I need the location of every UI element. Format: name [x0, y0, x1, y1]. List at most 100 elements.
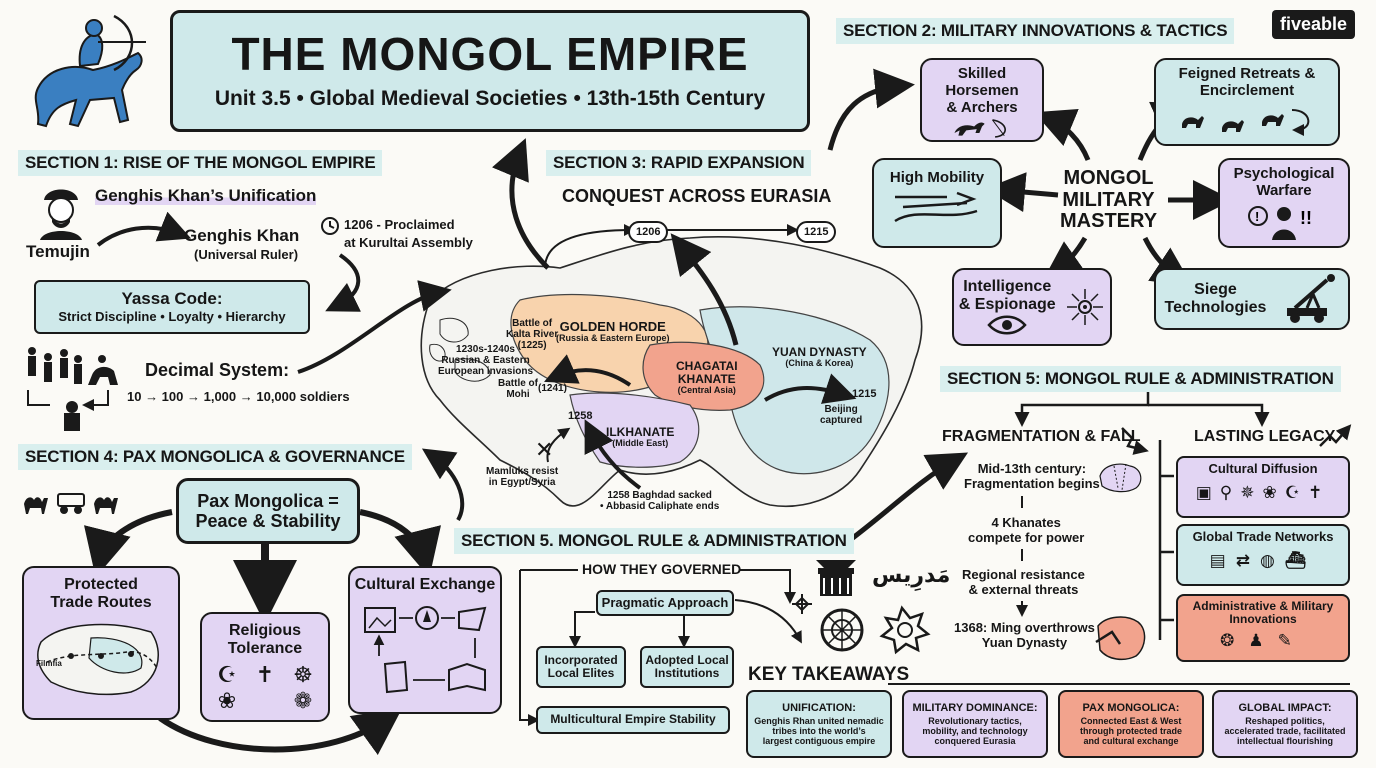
siege-line-1: Siege: [1194, 281, 1237, 299]
proclaimed-label-1: 1206 - Proclaimed: [344, 217, 455, 232]
mobility-label: High Mobility: [889, 169, 985, 186]
beijing-line-1: Beijing: [824, 404, 858, 415]
takeaway-title: PAX MONGOLICA:: [1082, 701, 1180, 714]
mamluks-line-2: in Egypt/Syria: [488, 477, 556, 488]
mohi-label: Battle of Mohi: [498, 378, 538, 400]
takeaway-card-unification: UNIFICATION: Genghis Rhan united nemadic…: [746, 690, 892, 758]
network-eye-icon: [1067, 289, 1104, 325]
globe-icon: ◍: [1259, 550, 1285, 570]
trade-line-1: Protected: [64, 576, 138, 593]
intelligence-box: Intelligence & Espionage: [952, 268, 1112, 346]
crescent-star-icon: ☪: [217, 661, 237, 687]
arabic-script-label: مَدرِيس: [872, 563, 951, 588]
mohi-line-2: Mohi: [506, 389, 530, 400]
cultural-exchange-box: Cultural Exchange: [348, 566, 502, 714]
document-icon: ✎: [1277, 630, 1306, 650]
yuan-sub: (China & Korea): [785, 358, 854, 369]
architecture-patterns-icon: [792, 560, 931, 655]
mastery-line-2: MILITARY: [1062, 188, 1155, 211]
baghdad-label: 1258 Baghdad sacked • Abbasid Caliphate …: [600, 490, 719, 512]
takeaway-title: UNIFICATION:: [782, 701, 856, 714]
baghdad-line-2: • Abbasid Caliphate ends: [600, 501, 720, 512]
religious-line-1: Religious: [228, 622, 301, 639]
decimal-sub: 10 → 100 → 1,000 → 10,000 soldiers: [127, 389, 350, 404]
takeaway-line-3: conquered Eurasia: [934, 736, 1016, 747]
takeaway-title: GLOBAL IMPACT:: [1238, 701, 1332, 714]
horse-bow-icon: [954, 119, 1006, 139]
decimal-title: Decimal System:: [145, 360, 290, 380]
mohi-year: (1241): [538, 383, 567, 394]
global-trade-networks-box: Global Trade Networks ▤⇄◍⛴: [1176, 524, 1350, 586]
conquest-label: CONQUEST ACROSS EURASIA: [562, 186, 832, 206]
regional-line-2: & external threats: [968, 581, 1079, 597]
multicultural-stability-box: Multicultural Empire Stability: [536, 706, 730, 734]
how-governed-label: HOW THEY GOVERNED: [582, 561, 742, 577]
yassa-title: Yassa Code:: [121, 289, 223, 309]
siege-line-2: Technologies: [1164, 299, 1267, 316]
pax-mongolica-box: Pax Mongolica = Peace & Stability: [176, 478, 360, 544]
takeaway-line-1: Revolutionary tactics,: [928, 716, 1022, 727]
elites-line-2: Local Elites: [547, 666, 615, 680]
horsemen-line-2: & Archers: [946, 98, 1018, 116]
psych-line-1: Psychological: [1233, 165, 1335, 182]
page-subtitle: Unit 3.5 • Global Medieval Societies • 1…: [214, 87, 766, 111]
frag-line-1: Mid-13th century:: [977, 461, 1087, 476]
lamp-icon: ✵: [1240, 482, 1263, 502]
pax-line-1: Pax Mongolica =: [197, 490, 339, 511]
takeaway-line-2: through protected trade: [1079, 726, 1182, 737]
takeaway-card-global: GLOBAL IMPACT: Reshaped politics, accele…: [1212, 690, 1358, 758]
svg-text:!: !: [1255, 209, 1259, 224]
institutions-line-1: Adopted Local: [645, 652, 729, 667]
takeaway-line-3: and cultural exchange: [1083, 736, 1179, 747]
camel-caravan-icon: [24, 493, 118, 514]
networks-icons: ▤⇄◍⛴: [1210, 551, 1317, 570]
horsemen-line-1: Skilled Horsemen: [945, 65, 1019, 99]
year-1206-pill: 1206: [628, 221, 669, 243]
ilkhanate-sub: (Middle East): [612, 438, 669, 449]
kalka-line-1: Battle of: [512, 318, 553, 329]
siege-technologies-box: Siege Technologies: [1154, 268, 1350, 330]
exchange-cycle-icon: [364, 605, 487, 694]
diffusion-icons: ▣⚲✵❀☪✝: [1196, 483, 1331, 502]
clock-icon: [321, 217, 339, 235]
encirclement-riders-icon: [1182, 108, 1310, 136]
mamluk-cross-icon: ✕: [535, 437, 554, 462]
catapult-icon: [1287, 274, 1336, 323]
takeaway-line-3: intellectual flourishing: [1236, 736, 1333, 747]
yassa-sub: Strict Discipline • Loyalty • Hierarchy: [58, 309, 286, 325]
khanates-line-2: compete for power: [968, 529, 1085, 545]
soldiers-icon: ♟: [1248, 630, 1278, 650]
religious-line-2: Tolerance: [227, 639, 303, 657]
khanates-line-1: 4 Khanates: [991, 515, 1061, 530]
fear-person-icon: ! !!: [1248, 205, 1312, 240]
yuan-name: YUAN DYNASTY: [772, 345, 867, 359]
ship-icon: ⛴: [1284, 550, 1317, 570]
blank-icon: [249, 690, 281, 712]
takeaway-card-pax: PAX MONGOLICA: Connected East & West thr…: [1058, 690, 1204, 758]
trade-line-2: Trade Routes: [50, 593, 152, 611]
genghis-sub-label: (Universal Ruler): [194, 247, 299, 262]
chagatai-sub: (Central Asia): [677, 385, 736, 396]
crescent-icon: ☪: [1284, 482, 1308, 502]
takeaway-line-2: mobility, and technology: [922, 726, 1028, 737]
pax-line-2: Peace & Stability: [195, 511, 341, 531]
speed-lines-icon: [894, 191, 978, 222]
title-banner: THE MONGOL EMPIRE Unit 3.5 • Global Medi…: [170, 10, 810, 132]
mamluks-line-1: Mamluks resist: [486, 466, 559, 477]
invasions-label: 1230s-1240s Russian & Eastern European i…: [438, 344, 533, 377]
diffusion-label: Cultural Diffusion: [1208, 461, 1318, 476]
mohi-line-1: Battle of: [498, 378, 538, 389]
invasions-line-3: European invasions: [438, 366, 534, 377]
admin-icons: ❂♟✎: [1220, 631, 1306, 650]
brand-logo: fiveable: [1272, 10, 1356, 39]
takeaway-title: MILITARY DOMINANCE:: [912, 701, 1038, 714]
protected-trade-routes-box: Protected Trade Routes: [22, 566, 180, 720]
takeaway-card-military: MILITARY DOMINANCE: Revolutionary tactic…: [902, 690, 1048, 758]
feigned-line-2: Encirclement: [1199, 81, 1295, 99]
section1-heading: SECTION 1: RISE OF THE MONGOL EMPIRE: [18, 150, 383, 176]
takeaway-line-2: accelerated trade, facilitated: [1224, 726, 1346, 737]
section5-admin-heading: SECTION 5: MONGOL RULE & ADMINISTRATION: [940, 366, 1341, 392]
genghis-label: Genghis Khan: [184, 226, 300, 245]
institutions-line-2: Institutions: [654, 666, 720, 680]
temujin-label: Temujin: [26, 242, 90, 261]
